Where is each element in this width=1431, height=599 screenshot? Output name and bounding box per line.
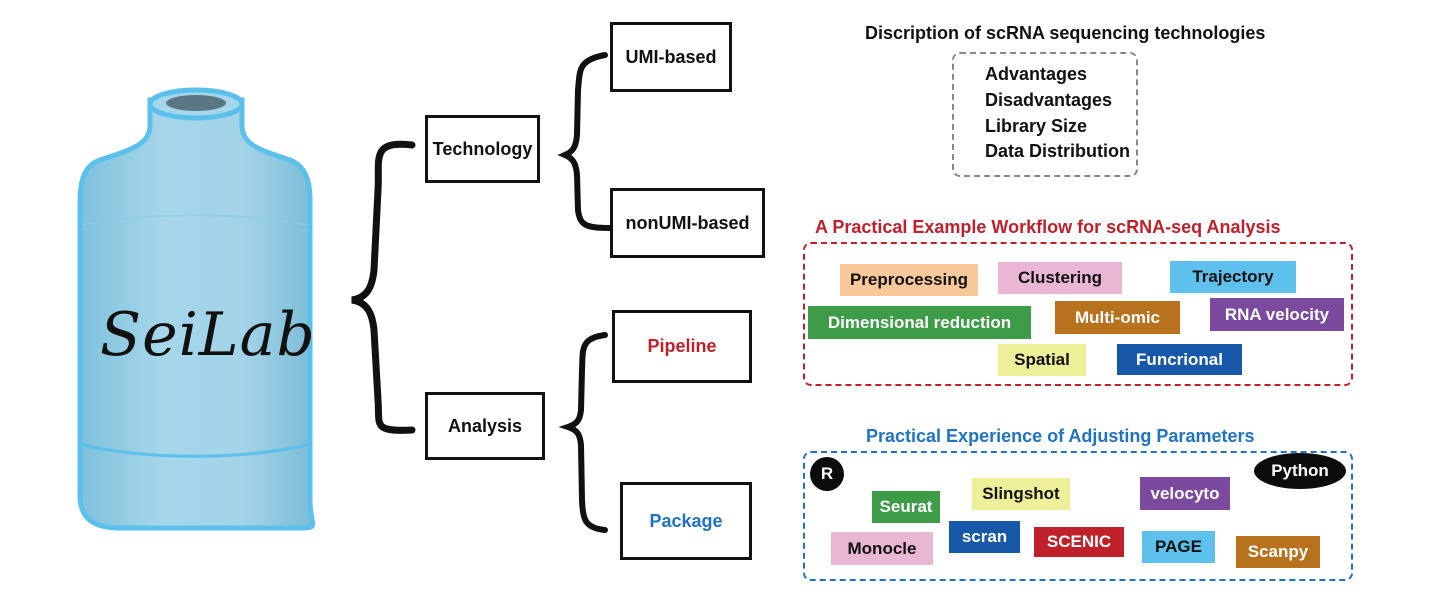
bottle-body — [77, 97, 316, 531]
description-title: Discription of scRNA sequencing technolo… — [865, 23, 1266, 43]
nonumi-box: nonUMI-based — [610, 188, 765, 258]
description-item: Library Size — [985, 116, 1088, 136]
analysis-brace — [558, 332, 608, 533]
tag-funcrional: Funcrional — [1117, 344, 1242, 375]
description-item: Advantages — [985, 64, 1088, 84]
parameters-title: Practical Experience of Adjusting Parame… — [866, 426, 1255, 446]
bottle-illustration — [77, 87, 316, 531]
workflow-title: A Practical Example Workflow for scRNA-s… — [815, 217, 1281, 237]
description-panel — [952, 52, 1138, 177]
tool-page: PAGE — [1142, 531, 1215, 563]
tech-brace — [557, 52, 613, 231]
technology-box: Technology — [425, 115, 540, 183]
logo-text: SeiLab — [100, 300, 316, 370]
tool-scran: scran — [949, 521, 1020, 553]
tag-trajectory: Trajectory — [1170, 261, 1296, 293]
tag-spatial: Spatial — [998, 344, 1086, 376]
r-badge: R — [810, 457, 844, 491]
tag-preprocessing: Preprocessing — [840, 264, 978, 296]
main-brace — [351, 140, 416, 434]
tag-clustering: Clustering — [998, 262, 1122, 294]
bottle-band — [81, 443, 309, 458]
tool-slingshot: Slingshot — [972, 478, 1070, 510]
tool-velocyto: velocyto — [1140, 477, 1230, 510]
python-badge: Python — [1254, 453, 1346, 489]
tool-seurat: Seurat — [872, 491, 940, 523]
tag-rna-velocity: RNA velocity — [1210, 298, 1344, 331]
umi-box: UMI-based — [610, 22, 732, 92]
tool-scenic: SCENIC — [1034, 527, 1124, 557]
tag-multi-omic: Multi-omic — [1055, 301, 1180, 334]
tool-scanpy: Scanpy — [1236, 536, 1320, 568]
description-item: Data Distribution — [985, 141, 1131, 161]
parameters-panel — [803, 451, 1353, 581]
bottle-opening — [166, 95, 226, 111]
description-item: Disadvantages — [985, 90, 1113, 110]
analysis-box: Analysis — [425, 392, 545, 460]
package-box: Package — [620, 482, 752, 560]
workflow-panel — [803, 242, 1353, 386]
pipeline-box: Pipeline — [612, 310, 752, 383]
tag-dimensional-reduction: Dimensional reduction — [808, 306, 1031, 339]
tool-monocle: Monocle — [831, 532, 933, 565]
